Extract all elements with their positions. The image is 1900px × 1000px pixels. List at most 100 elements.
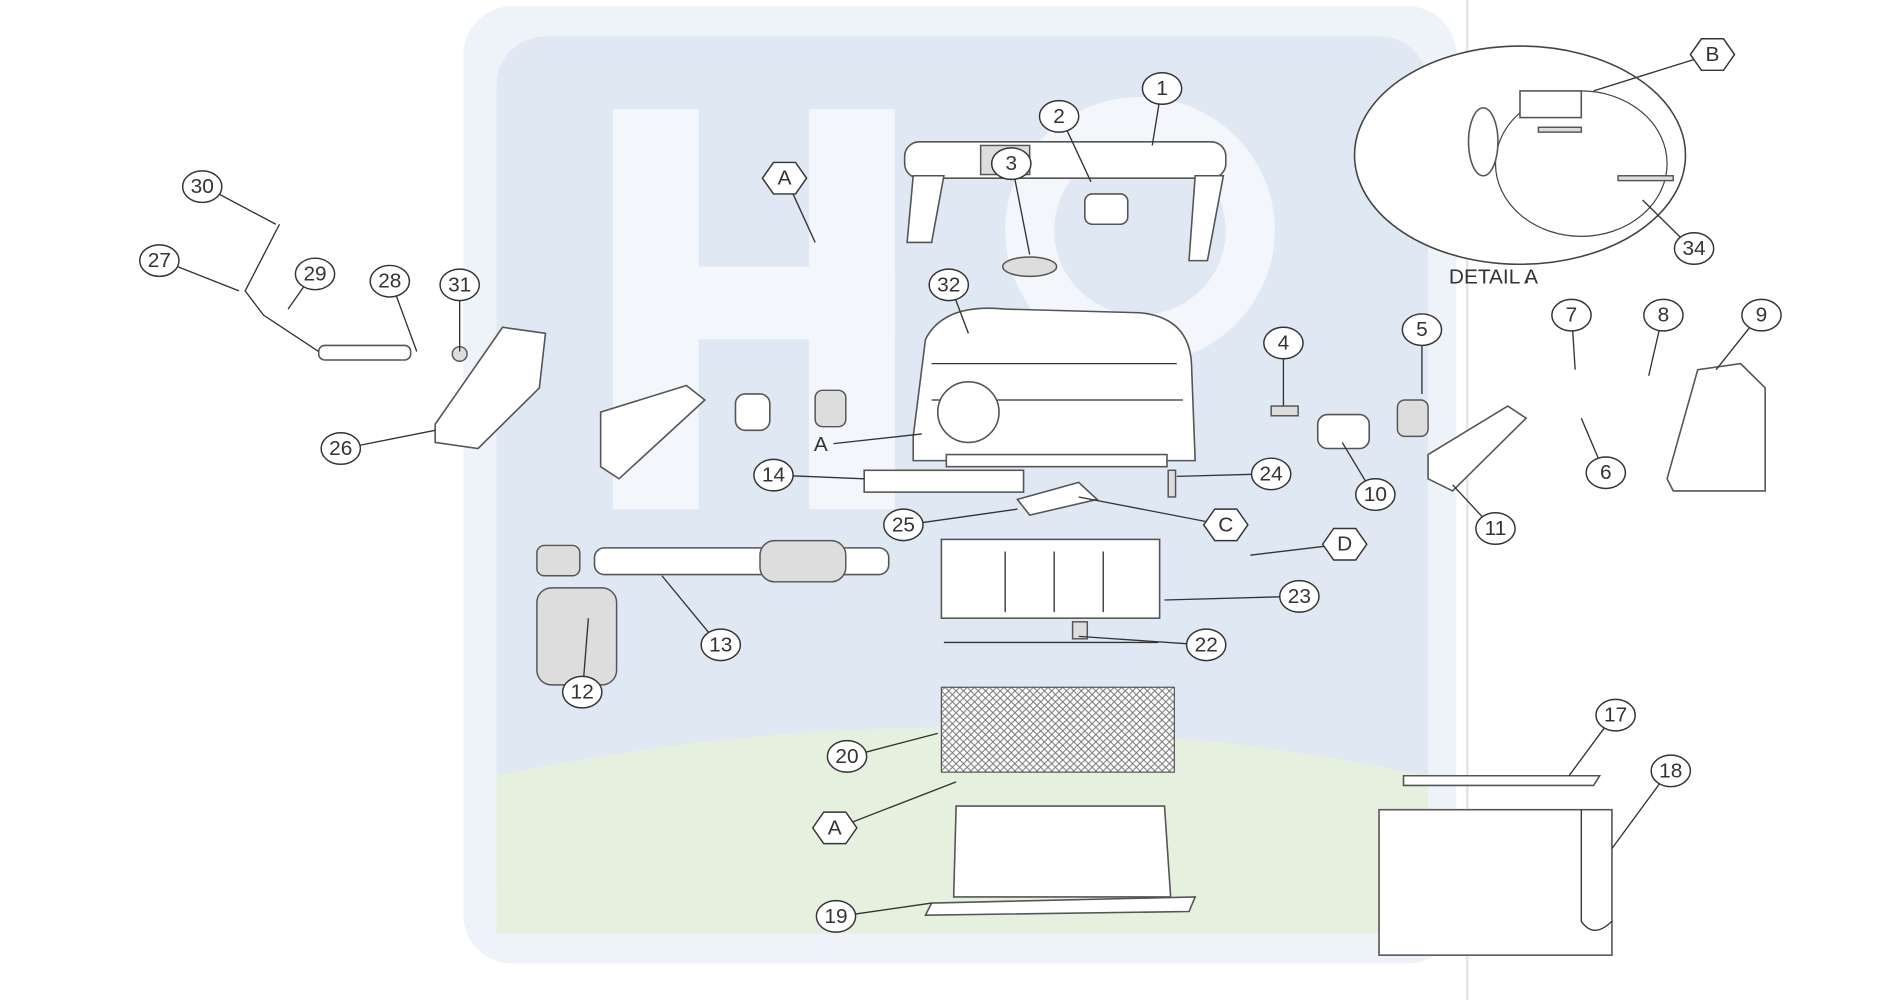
leader-line [1250, 545, 1327, 556]
detail-a-view [1353, 45, 1687, 284]
callout-circle [1741, 298, 1782, 332]
leader-line [395, 295, 418, 352]
callout-circle [1250, 457, 1292, 491]
callout-circle [1643, 298, 1684, 332]
callout-label: 2 [1053, 105, 1065, 128]
leader-line [954, 299, 970, 334]
callout-22: 22 [1078, 628, 1227, 662]
callout-label: D [1337, 533, 1352, 556]
leader-line [1014, 178, 1031, 255]
callout-B: B [1593, 38, 1736, 92]
callout-label: 30 [191, 175, 214, 198]
callout-label: B [1705, 43, 1719, 66]
part-basket [940, 686, 1175, 773]
callout-hexagon [1321, 527, 1368, 561]
callout-hexagon [761, 161, 808, 195]
callout-label: 1 [1156, 77, 1168, 100]
callout-label: 34 [1682, 237, 1705, 260]
leader-line [1452, 484, 1484, 518]
callout-26: 26 [320, 429, 436, 465]
part-cable [244, 223, 320, 353]
part-left-side-panel [434, 326, 547, 450]
callout-label: 13 [709, 633, 732, 656]
callout-A: A [761, 161, 816, 243]
callout-A: A [811, 781, 957, 845]
callout-circle [320, 432, 362, 465]
callout-circle [1279, 579, 1320, 613]
leader-line [583, 618, 590, 677]
callout-circle [1141, 72, 1183, 105]
callout-circle [369, 264, 411, 298]
leader-line [287, 286, 305, 310]
callout-30: 30 [181, 170, 277, 225]
callout-label: 27 [148, 249, 171, 272]
leader-line [1580, 417, 1599, 459]
callout-circle [1401, 313, 1443, 347]
callout-circle [753, 458, 794, 492]
callout-24: 24 [1176, 457, 1292, 491]
callout-label: 29 [303, 263, 326, 286]
callout-circle [700, 628, 742, 662]
leader-line [1066, 130, 1092, 183]
callout-11: 11 [1452, 484, 1516, 545]
leader-line [1341, 442, 1367, 482]
detail-ref-label: A [814, 433, 828, 456]
callout-label: 5 [1416, 318, 1428, 341]
callout-12: 12 [561, 618, 603, 709]
callout-circle [1355, 478, 1396, 512]
callout-circle [883, 508, 924, 542]
callout-label: 7 [1566, 304, 1578, 327]
leader-line [921, 508, 1018, 524]
callout-label: 25 [892, 513, 915, 536]
callout-8: 8 [1643, 298, 1684, 376]
callout-label: 22 [1195, 633, 1218, 656]
callout-circle [139, 244, 180, 278]
callout-label: 28 [378, 270, 401, 293]
part-left-track [599, 384, 707, 480]
part-motor-body [912, 307, 1196, 468]
leader-line [1593, 58, 1696, 92]
callout-C: C [1078, 496, 1249, 542]
leader-line [661, 575, 710, 634]
detail-title: DETAIL A [1449, 266, 1538, 289]
callout-hexagon [811, 811, 858, 845]
callout-5: 5 [1401, 313, 1443, 394]
part-tray [952, 805, 1172, 898]
callout-label: 11 [1485, 517, 1507, 540]
callout-circle [294, 257, 336, 291]
callout-3: 3 [990, 147, 1032, 255]
callout-label: 3 [1005, 152, 1017, 175]
callout-31: 31 [439, 268, 481, 352]
leader-line [854, 902, 932, 915]
callout-34: 34 [1642, 199, 1715, 265]
callout-circle [439, 268, 481, 302]
callout-19: 19 [815, 899, 932, 933]
leader-line [1642, 199, 1682, 239]
leader-line [1078, 635, 1188, 645]
callout-D: D [1250, 527, 1368, 561]
callout-label: 19 [824, 905, 847, 928]
callout-circle [1595, 698, 1636, 732]
part-strip [863, 469, 1025, 493]
callout-4: 4 [1263, 326, 1304, 407]
callout-circle [815, 899, 857, 933]
callout-18: 18 [1611, 754, 1692, 849]
leader-line [358, 429, 436, 447]
callout-label: 9 [1756, 304, 1768, 327]
callout-circle [1551, 298, 1592, 332]
callout-7: 7 [1551, 298, 1592, 370]
callout-circle [1475, 512, 1516, 545]
callout-label: 12 [571, 681, 594, 704]
callout-label: A [828, 816, 842, 839]
callout-circle [1673, 232, 1715, 265]
callout-label: 17 [1604, 704, 1627, 727]
callout-circle [1263, 326, 1304, 360]
leader-line [864, 732, 938, 754]
leader-line [1176, 473, 1253, 478]
callout-25: 25 [883, 508, 1018, 542]
callout-20: 20 [826, 732, 938, 773]
leader-line [1164, 596, 1281, 601]
callout-27: 27 [139, 244, 240, 292]
callout-32: 32 [928, 268, 970, 334]
